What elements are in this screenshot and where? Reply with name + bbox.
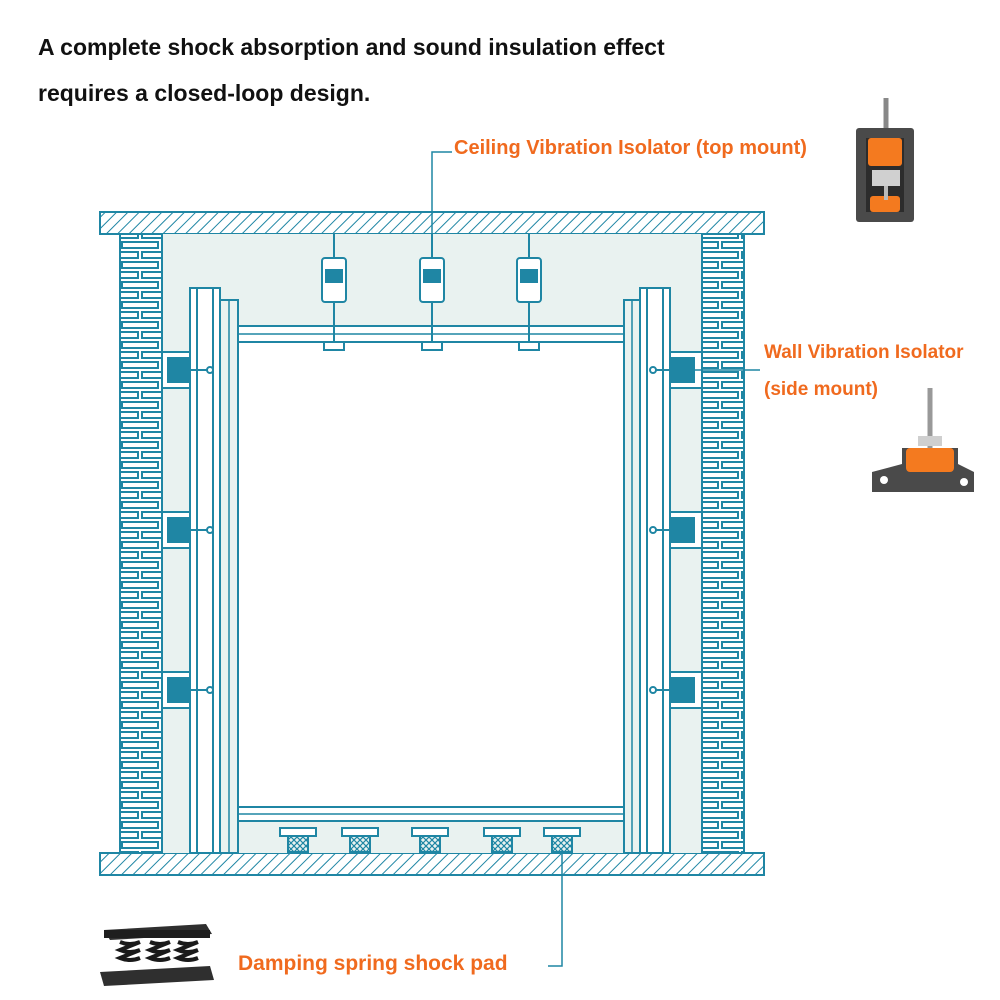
ceiling-isolator-label: Ceiling Vibration Isolator (top mount) [454, 137, 807, 159]
headline-line-1: A complete shock absorption and sound in… [38, 34, 665, 60]
wall-isolator-label-line-2: (side mount) [764, 379, 878, 400]
left-brick-wall [119, 233, 163, 854]
right-wall-isolator-3 [649, 671, 703, 709]
wall-isolator-label-line-1: Wall Vibration Isolator [764, 342, 964, 363]
floor-slab [99, 852, 765, 876]
headline: A complete shock absorption and sound in… [38, 24, 938, 116]
headline-line-2: requires a closed-loop design. [38, 80, 371, 106]
ceiling-hanger-3 [516, 234, 542, 351]
left-wall-isolator-2 [161, 511, 214, 549]
left-wall-isolator-1 [161, 351, 214, 389]
right-wall-isolator-2 [649, 511, 703, 549]
left-wall-isolators [161, 351, 214, 709]
ceiling-hanger-1 [321, 234, 347, 351]
floor-pad-1 [279, 827, 317, 853]
floor-pad-4 [483, 827, 521, 853]
floor-pads [279, 827, 581, 853]
spring-pad-label: Damping spring shock pad [238, 952, 508, 975]
inner-room [237, 341, 625, 808]
wall-isolator-product-icon [872, 388, 974, 492]
right-brick-wall [701, 233, 745, 854]
ceiling-leader-line [431, 151, 452, 258]
floor-pad-5 [543, 827, 581, 853]
ceiling-hanger-2 [419, 234, 445, 351]
floor-leader-line [548, 850, 563, 967]
floor-pad-3 [411, 827, 449, 853]
left-wall-isolator-3 [161, 671, 214, 709]
floor-pad-2 [341, 827, 379, 853]
spring-pad-product-icon [100, 924, 214, 986]
right-inner-panel [639, 287, 671, 854]
left-inner-panel [189, 287, 221, 854]
ceiling-isolator-product-icon [856, 98, 914, 222]
